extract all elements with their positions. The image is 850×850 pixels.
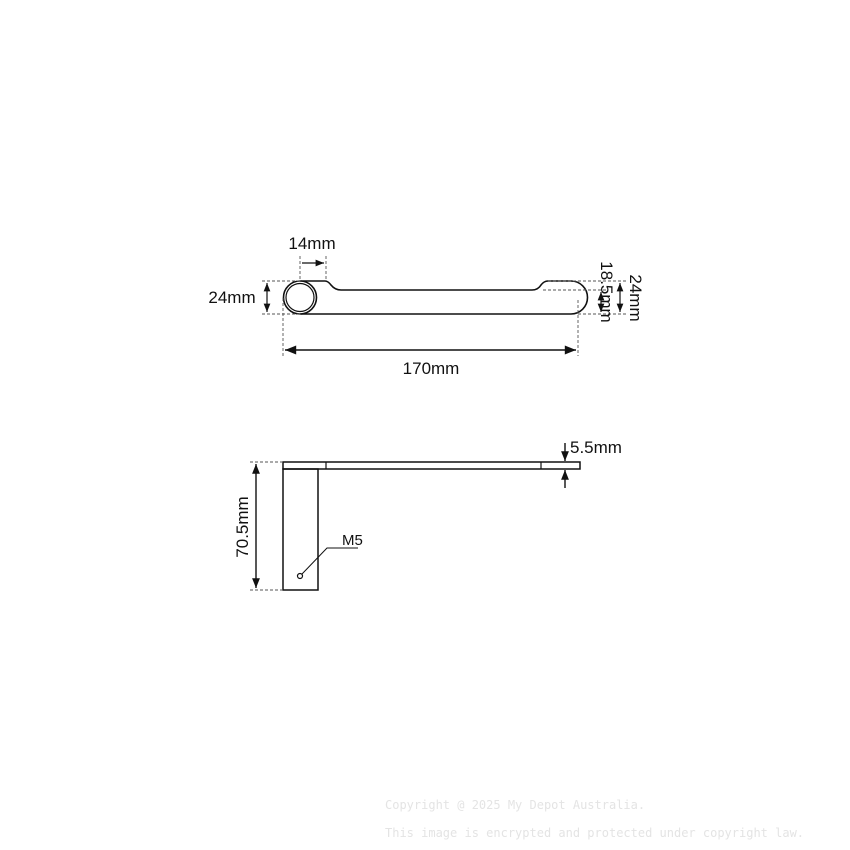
dim-neck-width-label: 14mm	[288, 234, 335, 253]
top-plate	[282, 461, 581, 470]
dimension-arrows	[263, 259, 624, 355]
m5-hole-label: M5	[342, 532, 363, 549]
dim-height-right-label: 24mm	[626, 274, 645, 321]
dim-height-left-label: 24mm	[208, 288, 255, 307]
watermark-notice: This image is encrypted and protected un…	[385, 826, 805, 840]
dim-arm-height-label: 70.5mm	[233, 496, 252, 557]
vertical-arm	[282, 468, 319, 591]
dim-inner-height-label: 18.5mm	[597, 261, 616, 322]
bracket-outline-top	[301, 280, 589, 315]
side-view	[250, 443, 581, 591]
round-end-outer	[282, 280, 318, 315]
dim-total-length-label: 170mm	[403, 359, 460, 378]
round-end-inner	[285, 282, 315, 313]
extension-lines	[262, 256, 626, 356]
m5-hole	[296, 572, 304, 580]
dim-thickness-label: 5.5mm	[570, 438, 622, 457]
watermark-copyright: Copyright @ 2025 My Depot Australia.	[385, 798, 646, 812]
m5-leader-line	[301, 547, 358, 575]
top-view	[262, 256, 626, 356]
